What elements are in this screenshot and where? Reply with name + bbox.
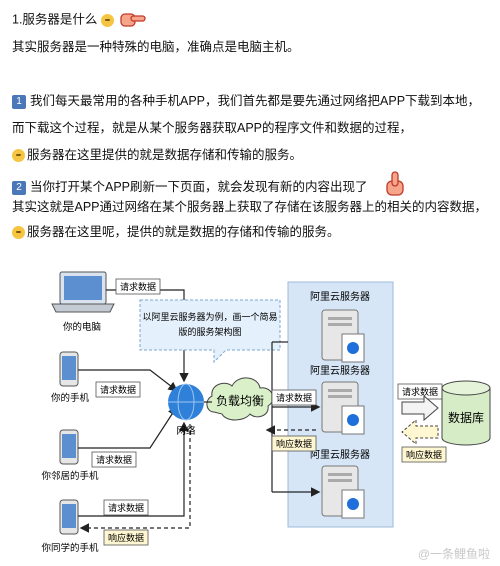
classmate-response-line [79,424,191,533]
heading-line: 1.服务器是什么 [12,10,147,30]
page-title: 1.服务器是什么 [12,12,98,27]
thinking-face-icon [12,149,25,163]
server-2: 阿里云服务器 [310,364,370,435]
database-label: 数据库 [448,410,484,425]
client-computer-label: 你的电脑 [63,321,101,333]
client-neighbor-phone-label: 你邻居的手机 [41,470,99,482]
network-globe-icon [168,383,204,421]
load-balancer-cloud: 负载均衡 [206,377,274,421]
server-3-label: 阿里云服务器 [310,448,370,461]
number-1-badge: 1 [12,94,26,109]
network-label: 网络 [176,425,196,437]
request-label-neighbor-phone: 请求数据 [91,451,137,468]
thinking-face-icon [12,226,25,240]
svg-text:请求数据: 请求数据 [402,386,438,397]
svg-text:请求数据: 请求数据 [100,384,136,395]
server-1-label: 阿里云服务器 [310,290,370,303]
server-icon [321,309,365,363]
request-label-your-phone: 请求数据 [95,381,141,398]
paragraph-1-line-3: 服务器在这里提供的就是数据存储和传输的服务。 [12,146,302,164]
callout-box: 以阿里云服务器为例，画一个简易 版的服务架构图 [139,299,281,364]
svg-text:响应数据: 响应数据 [108,532,144,543]
phone-icon [59,429,79,465]
server-3: 阿里云服务器 [310,448,370,519]
paragraph-1-line-2: 而下载这个过程，就是从某个服务器获取APP的程序文件和数据的过程， [12,121,413,135]
point-up-hand-icon [386,171,404,196]
load-balancer-label: 负载均衡 [216,394,264,408]
phone-icon [59,351,79,387]
svg-text:请求数据: 请求数据 [276,392,312,403]
response-label-classmate-phone: 响应数据 [103,529,149,546]
svg-text:响应数据: 响应数据 [406,449,442,460]
db-request-arrow [401,394,439,422]
response-label-db: 响应数据 [401,446,447,463]
paragraph-2-line-3: 服务器在这里呢，提供的就是数据的存储和传输的服务。 [12,223,340,241]
architecture-diagram: 阿里云服务器 阿里云服务器 阿里云服务器 [41,271,491,561]
callout-line-2: 版的服务架构图 [178,326,241,337]
db-response-arrow [401,418,439,446]
svg-text:请求数据: 请求数据 [108,502,144,513]
database-icon: 数据库 [441,380,491,446]
server-2-label: 阿里云服务器 [310,364,370,377]
paragraph-1-text-3: 服务器在这里提供的就是数据存储和传输的服务。 [27,148,303,162]
callout-line-1: 以阿里云服务器为例，画一个简易 [142,311,277,322]
paragraph-2-text-3: 服务器在这里呢，提供的就是数据的存储和传输的服务。 [27,225,340,239]
paragraph-1-text-1: 我们每天最常用的各种手机APP，我们首先都是要先通过网络把APP下载到本地， [30,94,481,108]
request-label-lb: 请求数据 [271,389,317,406]
laptop-icon [51,271,115,313]
request-label-classmate-phone: 请求数据 [103,499,149,516]
paragraph-1-line-1: 1 我们每天最常用的各种手机APP，我们首先都是要先通过网络把APP下载到本地， [12,92,480,110]
pointing-hand-icon [120,13,147,27]
neighbor-phone-request-line [78,405,178,449]
number-2-badge: 2 [12,180,26,195]
server-1: 阿里云服务器 [310,290,370,363]
svg-text:请求数据: 请求数据 [120,281,156,292]
intro-text: 其实服务器是一种特殊的电脑，准确点是电脑主机。 [12,40,300,54]
server-icon [321,465,365,519]
server-icon [321,381,365,435]
watermark: @一条鲤鱼啦 [418,546,490,561]
phone-icon [59,499,79,535]
paragraph-2-line-1: 2 当你打开某个APP刷新一下页面，就会发现有新的内容出现了 [12,171,411,199]
svg-text:响应数据: 响应数据 [276,438,312,449]
thinking-face-icon [100,13,114,27]
svg-text:请求数据: 请求数据 [96,454,132,465]
client-your-phone-label: 你的手机 [51,392,90,404]
paragraph-2-line-2: 其实这就是APP通过网络在某个服务器上获取了存储在该服务器上的相关的内容数据， [12,200,488,214]
classmate-request-line [78,421,189,517]
paragraph-2-text-1: 当你打开某个APP刷新一下页面，就会发现有新的内容出现了 [30,180,368,194]
client-classmate-phone-label: 你同学的手机 [41,542,99,554]
response-label-lb: 响应数据 [271,435,317,452]
request-label-computer: 请求数据 [115,278,161,295]
request-label-db: 请求数据 [397,383,443,400]
your-phone-request-line [78,369,178,392]
